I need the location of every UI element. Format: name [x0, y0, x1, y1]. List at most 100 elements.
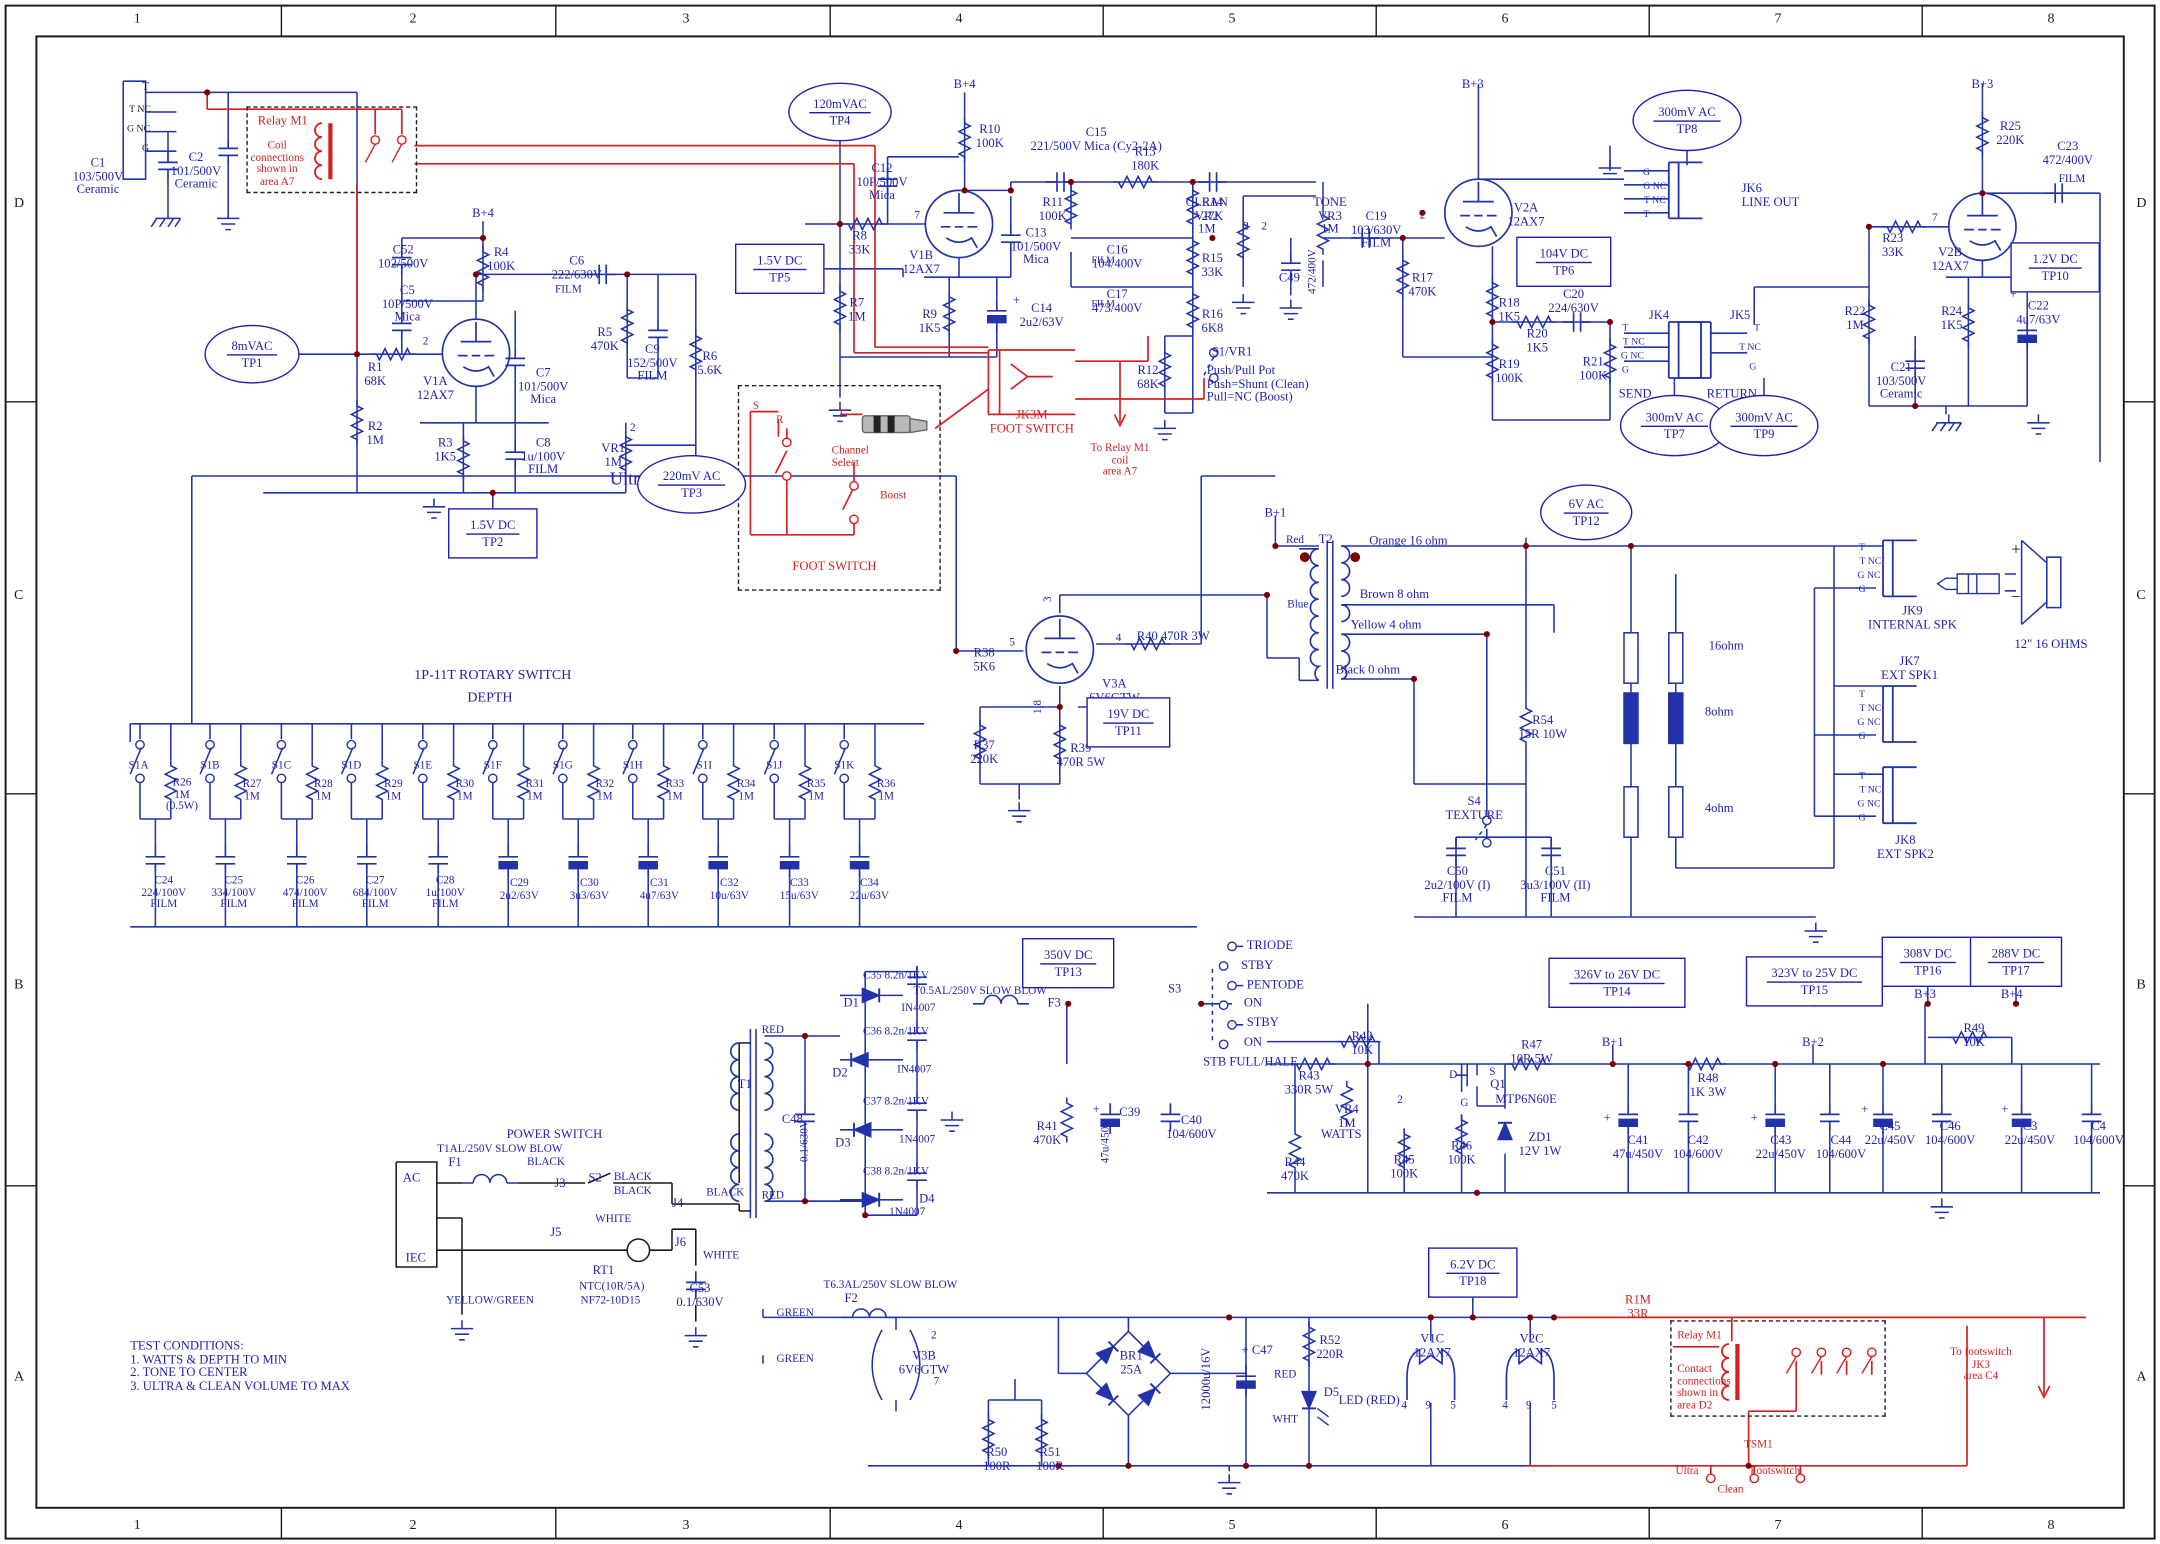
ground-icon [1931, 413, 1963, 432]
frame-col: 2 [409, 1517, 417, 1533]
tube-icon [1025, 615, 1095, 685]
ground-icon [422, 497, 446, 519]
junction-dot [1209, 234, 1216, 242]
ce-symbol [2010, 1102, 2033, 1135]
ground-icon [683, 1326, 708, 1348]
rotary-contact [487, 739, 498, 750]
junction-dot [353, 351, 361, 358]
ground-icon [1231, 293, 1256, 315]
cv-symbol [1159, 1102, 1182, 1133]
tube-icon [441, 318, 511, 388]
frame-col: 5 [1228, 11, 1236, 27]
junction-dot [1627, 542, 1635, 550]
frame-row: B [2136, 977, 2146, 993]
junction-dot [1527, 1314, 1534, 1321]
rotary-contact [205, 773, 215, 784]
frame-col: 4 [955, 1517, 963, 1533]
junction-dot [1469, 1314, 1476, 1321]
junction-dot [624, 271, 631, 278]
ground-icon [2026, 413, 2051, 435]
rv-symbol [305, 759, 319, 806]
junction-dot [1419, 209, 1426, 216]
frame-col: 5 [1228, 1517, 1236, 1533]
led-d5-icon [1301, 1390, 1317, 1410]
junction-dot [801, 1198, 809, 1205]
junction-dot [1305, 1462, 1313, 1469]
junction-dot [1550, 1314, 1558, 1321]
junction-dot [1483, 631, 1490, 638]
frame-row: C [14, 588, 24, 604]
wires-black [395, 1042, 751, 1322]
ground-icon [450, 1319, 474, 1341]
rv-symbol [1288, 1127, 1302, 1174]
cap-symbol [567, 844, 589, 878]
ground-icon [216, 209, 241, 231]
cv-symbol [1677, 1102, 1700, 1133]
ground-icon [1217, 1473, 1242, 1495]
junction-dot [1272, 542, 1279, 550]
heater-icon [1505, 1348, 1555, 1401]
rotary-contact [627, 773, 638, 784]
cv-symbol [1280, 251, 1302, 281]
junction-dot [1522, 542, 1530, 550]
cv-symbol [391, 245, 413, 276]
junction-dot [1685, 1060, 1692, 1068]
cv-symbol [217, 136, 239, 167]
frame-col: 8 [2047, 11, 2055, 27]
rotary-contact [135, 773, 145, 784]
frame-col: 2 [409, 11, 417, 27]
frame-col: 4 [955, 11, 963, 27]
ground-icon [1278, 298, 1303, 320]
cv-symbol [794, 1102, 816, 1133]
junction-dot [472, 271, 480, 278]
frame-col: 3 [682, 11, 690, 27]
relay-m1-coil-box [246, 106, 418, 194]
rotary-contact [417, 773, 428, 784]
junction-dot [1865, 223, 1873, 230]
junction-dot [1056, 703, 1063, 711]
junction-dot [1226, 1314, 1233, 1321]
plug-icon [861, 415, 928, 434]
ground-icon [1929, 1197, 1954, 1219]
junction-dot [862, 1212, 869, 1219]
rotary-contact [557, 773, 568, 784]
cv-symbol [2080, 1102, 2103, 1133]
frame-row: C [2136, 588, 2146, 604]
cv-symbol [1819, 1102, 1841, 1133]
ground-icon [1152, 419, 1177, 441]
frame-col: 7 [1774, 11, 1782, 27]
frame-col: 7 [1774, 1517, 1782, 1533]
rotary-contact [276, 739, 287, 750]
frame-col: 1 [133, 1517, 141, 1533]
ce-symbol [1099, 1102, 1121, 1135]
ce-symbol [1617, 1102, 1639, 1135]
ce-symbol [986, 298, 1008, 332]
junction-dot [2012, 1000, 2020, 1007]
cap-symbol [214, 844, 237, 875]
junction-dot [961, 187, 968, 194]
rv-symbol [1316, 209, 1330, 256]
rv-symbol [587, 759, 600, 806]
junction-dot [1364, 1060, 1371, 1068]
foot-switch-box [737, 385, 941, 591]
junction-dot [1879, 1060, 1887, 1068]
frame-col: 8 [2047, 1517, 2055, 1533]
transformer-windings [730, 545, 1351, 1203]
rv-symbol [517, 759, 530, 806]
